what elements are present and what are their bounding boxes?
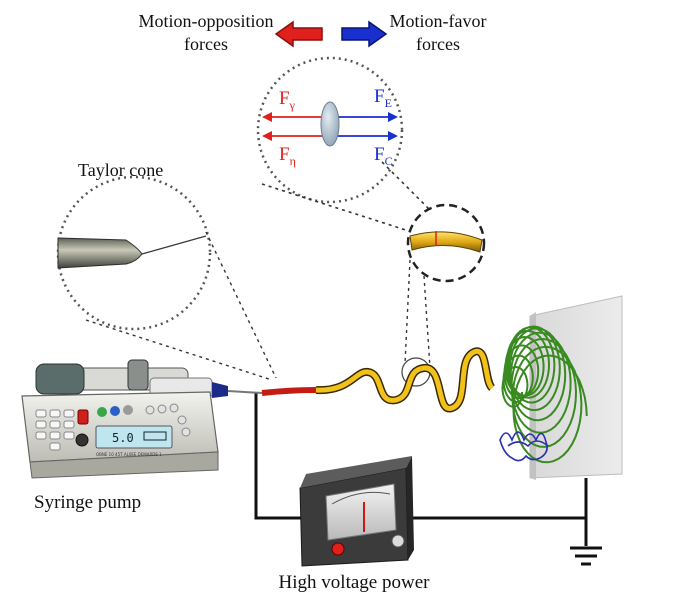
pump-keypad: [35, 409, 75, 451]
opposition-label-line2: forces: [184, 34, 228, 54]
legend: Motion-opposition forces Motion-favor fo…: [138, 11, 486, 54]
fiber-coil-green: [501, 325, 588, 464]
favor-label-line2: forces: [416, 34, 460, 54]
force-magnifier: Fγ Fη FE FC: [256, 56, 435, 233]
fiber-jet: [261, 347, 496, 413]
syringe-pump: 5.0 OBNE 10 45T AL0EE DEMARDE 1 Syringe …: [21, 359, 263, 513]
wiring: [254, 393, 588, 546]
force-eta-label: Fη: [279, 144, 296, 168]
force-gamma-label: Fγ: [279, 88, 296, 112]
ground-icon: [570, 546, 602, 566]
pump-display-small-text: OBNE 10 45T AL0EE DEMARDE 1: [96, 452, 162, 457]
favor-label-line1: Motion-favor: [390, 11, 487, 31]
pump-display: [95, 425, 173, 449]
red-left-arrow-icon: [274, 20, 323, 48]
pump-power-button: [75, 433, 89, 447]
indicator-light-white: [391, 534, 405, 548]
force-coulomb-label: FC: [374, 144, 393, 168]
pump-stop-button: [77, 409, 89, 425]
taylor-cone-label: Taylor cone: [78, 160, 163, 180]
opposition-label-line1: Motion-opposition: [138, 11, 273, 31]
high-voltage-supply: High voltage power: [279, 456, 431, 593]
fiber-segment-disc: [320, 101, 340, 147]
fiber-zoom: [401, 203, 486, 387]
fiber-coil-blue: [499, 431, 549, 462]
taylor-cone-magnifier: Taylor cone: [56, 160, 277, 381]
blue-right-arrow-icon: [341, 20, 388, 48]
indicator-light-red: [331, 542, 345, 556]
force-electric-label: FE: [374, 86, 392, 110]
pump-display-value: 5.0: [112, 431, 134, 445]
high-voltage-label: High voltage power: [279, 572, 431, 593]
syringe-pump-label: Syringe pump: [34, 492, 141, 513]
